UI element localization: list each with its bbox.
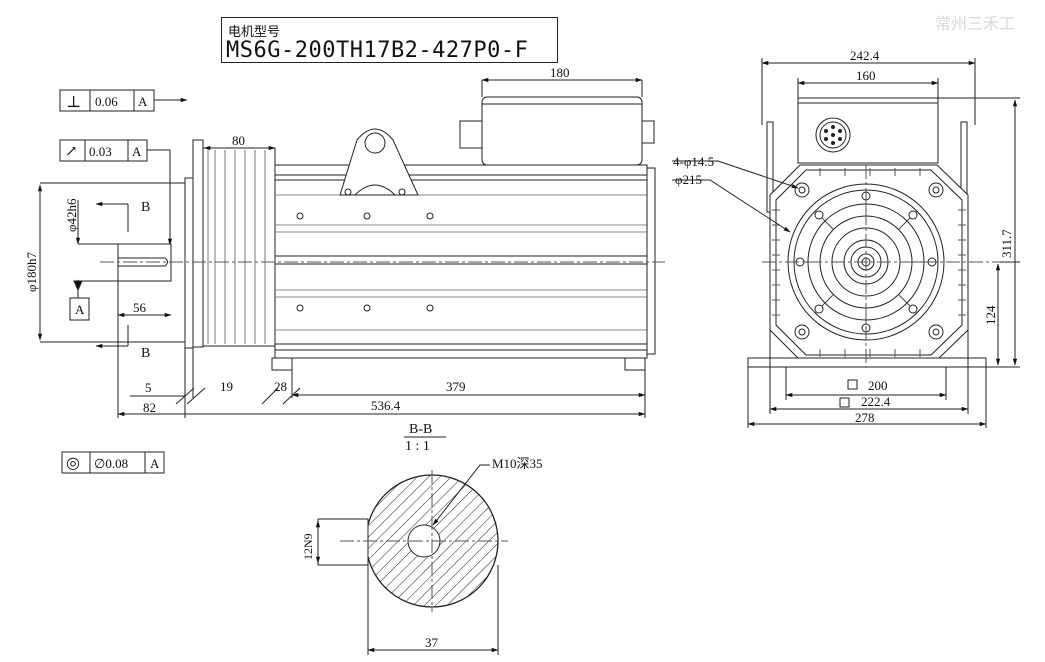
dim-foot-span: 379 bbox=[446, 379, 466, 394]
dim-overall-width: 242.4 bbox=[850, 48, 880, 63]
dim-base-width: 278 bbox=[855, 410, 875, 425]
perpendicularity-frame: ⊥ 0.06 A bbox=[59, 89, 188, 112]
side-view bbox=[100, 96, 665, 371]
dim-flange-thk: 5 bbox=[145, 380, 152, 395]
side-view-dim-text: φ180h7 φ42h6 80 180 56 5 19 28 379 82 53… bbox=[24, 65, 570, 415]
watermark: 常州三禾工 bbox=[935, 14, 1016, 33]
runout-symbol: ↗ bbox=[65, 144, 78, 160]
dim-connector-box: 180 bbox=[550, 65, 570, 80]
front-view bbox=[747, 97, 1000, 368]
section-mark-bottom: B bbox=[141, 346, 150, 361]
dim-box-width: 160 bbox=[856, 68, 876, 83]
dim-pcd: φ215 bbox=[675, 172, 702, 187]
section-view: B-B 1 : 1 M10深35 12N9 37 bbox=[301, 422, 543, 655]
dim-shaft-length: 56 bbox=[133, 300, 147, 315]
dim-spigot: 19 bbox=[220, 379, 233, 394]
concentricity-datum: A bbox=[150, 456, 160, 471]
concentricity-frame: ◎ ∅0.08 A bbox=[61, 451, 165, 474]
front-view-dim-text: 242.4 160 4-φ14.5 φ215 311.7 124 200 222… bbox=[673, 48, 1014, 425]
dim-square-222: 222.4 bbox=[861, 394, 891, 409]
side-view-dimensions bbox=[37, 77, 646, 418]
model-title-block: 电机型号 MS6G-200TH17B2-427P0-F bbox=[221, 17, 558, 63]
perpendicularity-value: 0.06 bbox=[95, 94, 118, 109]
dim-shaft-total: 82 bbox=[143, 400, 156, 415]
runout-datum: A bbox=[132, 144, 142, 159]
concentricity-symbol: ◎ bbox=[66, 455, 80, 472]
section-title: B-B bbox=[409, 422, 432, 437]
thread-spec: M10深35 bbox=[492, 456, 543, 471]
section-scale: 1 : 1 bbox=[405, 439, 430, 454]
perpendicularity-datum: A bbox=[138, 94, 148, 109]
dim-square-200: 200 bbox=[868, 378, 888, 393]
dim-flange-dia: φ180h7 bbox=[24, 251, 39, 292]
dim-flange-width: 80 bbox=[232, 133, 245, 148]
dim-holes: 4-φ14.5 bbox=[673, 154, 714, 169]
dim-total-height: 311.7 bbox=[999, 229, 1014, 258]
concentricity-value: ∅0.08 bbox=[94, 456, 128, 471]
front-view-dimensions bbox=[672, 58, 1020, 428]
dim-shaft-dia: φ42h6 bbox=[64, 198, 79, 232]
key-width: 12N9 bbox=[301, 533, 315, 560]
dim-overall-length: 536.4 bbox=[371, 398, 401, 413]
model-number: MS6G-200TH17B2-427P0-F bbox=[226, 38, 529, 63]
runout-frame: ↗ 0.03 A bbox=[59, 139, 173, 246]
section-width: 37 bbox=[425, 635, 439, 650]
model-label: 电机型号 bbox=[228, 25, 281, 40]
datum-label: A bbox=[75, 302, 85, 317]
runout-value: 0.03 bbox=[89, 144, 112, 159]
section-mark-top: B bbox=[141, 200, 150, 215]
dim-center-height: 124 bbox=[983, 305, 998, 325]
dim-foot-edge: 28 bbox=[274, 379, 287, 394]
perpendicularity-symbol: ⊥ bbox=[66, 94, 81, 111]
